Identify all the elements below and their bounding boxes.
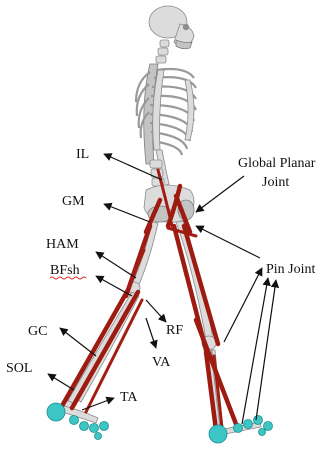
arrow-global-planar-joint (196, 176, 244, 212)
rear-foot (47, 403, 109, 440)
label-gm: GM (62, 194, 85, 209)
label-bfsh: BFsh (50, 263, 80, 278)
front-heel-joint (209, 425, 227, 443)
label-ham: HAM (46, 237, 79, 252)
arrow-rf (146, 300, 166, 322)
arrow-pin-joint-knee (224, 268, 262, 342)
label-gc: GC (28, 324, 47, 339)
arrow-va (146, 318, 156, 348)
rear-heel-joint (47, 403, 65, 421)
rib-cage (136, 64, 196, 164)
label-pin-joint: Pin Joint (266, 262, 316, 277)
label-global-planar-joint-line2: Joint (262, 175, 289, 190)
arrow-pin-joint-hip (196, 226, 260, 258)
arrow-pin-joint-toe (256, 280, 276, 420)
cervical-spine (156, 40, 169, 63)
arrow-sol (48, 374, 74, 390)
label-ta: TA (120, 390, 138, 405)
label-il: IL (76, 147, 89, 162)
label-global-planar-joint-line1: Global Planar (238, 156, 316, 171)
skull (149, 6, 194, 49)
arrow-gc (60, 328, 96, 356)
arrow-gm (104, 204, 150, 222)
label-va: VA (152, 355, 171, 370)
label-sol: SOL (6, 361, 32, 376)
arrow-ta (82, 398, 114, 410)
label-rf: RF (166, 323, 183, 338)
arrow-ham (96, 252, 136, 278)
arrow-bfsh (96, 276, 132, 296)
